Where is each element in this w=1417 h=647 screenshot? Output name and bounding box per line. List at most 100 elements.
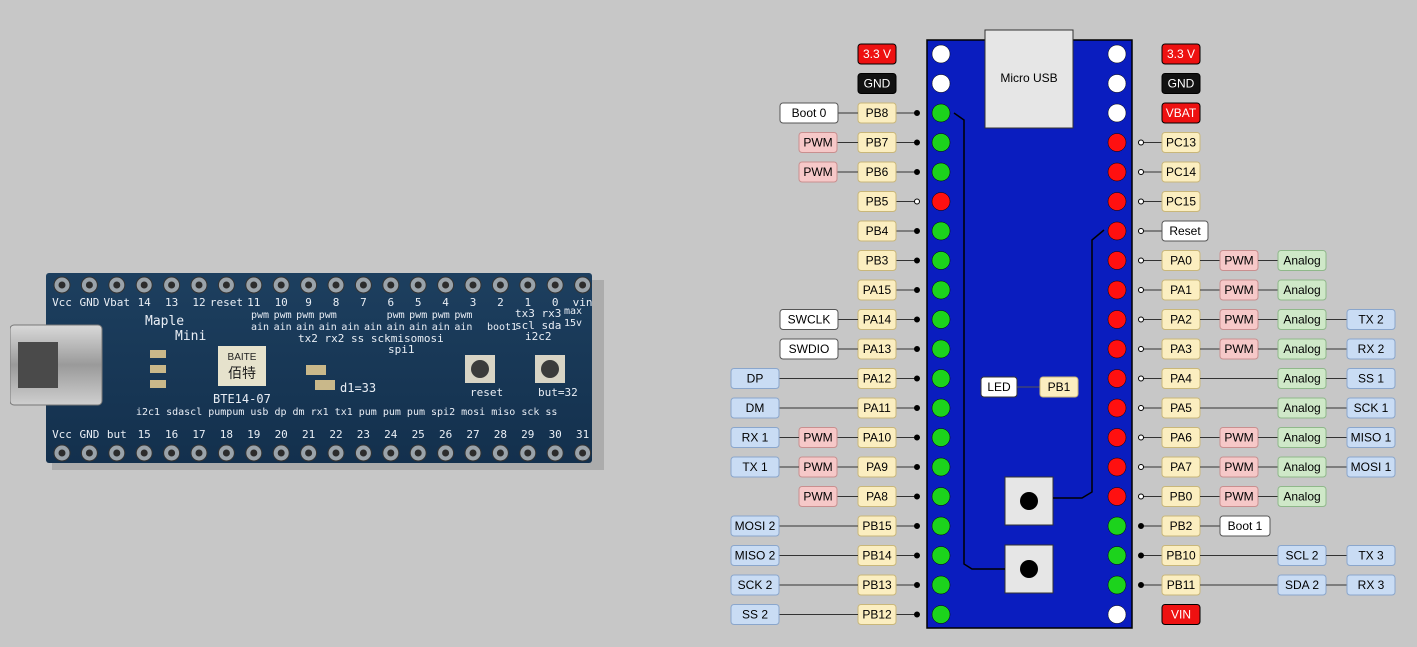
left-pin-label-15: PA8 <box>866 490 888 504</box>
right-pin-label-3: PC13 <box>1166 136 1196 150</box>
right-pin-dot-17 <box>1138 552 1144 559</box>
right-extra-17-2: TX 3 <box>1358 549 1384 563</box>
right-extra-13-2-box <box>1346 427 1396 448</box>
right-pin-label-11: PA4 <box>1170 372 1192 386</box>
top-func-label-0: pwm <box>251 310 269 321</box>
logo-text-2: 佰特 <box>228 365 256 381</box>
left-pin-label-1: GND <box>864 77 891 91</box>
top-func2-label-6: ain <box>387 322 405 333</box>
right-extra-18-2: RX 3 <box>1358 578 1385 592</box>
bottom-pin-label-12: 24 <box>384 428 398 441</box>
top-header-hole-11 <box>359 281 367 289</box>
right-pin-label-16: PB2 <box>1170 519 1193 533</box>
right-pin-2 <box>1107 103 1127 123</box>
right-extra-10-1: Analog <box>1283 342 1320 356</box>
left-extra-17-0-box <box>730 545 780 566</box>
left-pin-19 <box>931 605 951 624</box>
bottom-header-hole-13 <box>414 449 422 457</box>
left-extra-2-0: Boot 0 <box>792 106 827 120</box>
top-pin-label-12: 6 <box>387 296 394 309</box>
board-model: BTE14-07 <box>213 392 271 406</box>
left-pin-dot-8 <box>914 287 920 293</box>
bottom-pin-label-10: 22 <box>329 428 342 441</box>
top-header-hole-1 <box>85 281 93 289</box>
right-pin-dot-4 <box>1138 169 1144 175</box>
right-pin-4 <box>1107 162 1127 182</box>
right-pin-16 <box>1107 516 1127 536</box>
left-pin-label-3: PB7 <box>866 136 889 150</box>
left-extra-9-0-box <box>779 309 839 330</box>
left-pin-6 <box>931 221 951 241</box>
right-pin-0 <box>1107 44 1127 64</box>
left-extra-19-0-box <box>730 604 780 625</box>
left-pin-2 <box>931 103 951 123</box>
bottom-header-hole-5 <box>195 449 203 457</box>
right-extra-7-1: Analog <box>1283 254 1320 268</box>
left-pin-10 <box>931 339 951 359</box>
left-pin-label-1-box <box>857 73 897 94</box>
left-pin-label-18: PB13 <box>862 578 892 592</box>
top-func2-label-0: ain <box>251 322 269 333</box>
i2c2-title: i2c2 <box>525 330 552 343</box>
top-pin-label-1: GND <box>79 296 99 309</box>
right-pin-label-1-box <box>1161 73 1201 94</box>
right-pin-10 <box>1107 339 1127 359</box>
top-pin-label-6: reset <box>210 296 243 309</box>
logo-text-1: BAITE <box>228 352 257 363</box>
left-pin-label-0-box <box>857 43 897 65</box>
bottom-header-hole-19 <box>579 449 587 457</box>
right-extra-18-2-box <box>1346 574 1396 596</box>
right-pin-label-15: PB0 <box>1170 490 1193 504</box>
boot0-trace <box>953 112 1005 570</box>
right-extra-8-1: Analog <box>1283 283 1320 297</box>
left-pin-dot-12 <box>914 405 920 411</box>
left-extra-2-0-box <box>779 102 839 124</box>
bottom-header-hole-12 <box>387 449 395 457</box>
right-pin-label-19: VIN <box>1171 608 1191 622</box>
top-pin-label-7: 11 <box>247 296 260 309</box>
volt-label: 15v <box>564 318 582 329</box>
right-pin-label-12: PA5 <box>1170 401 1192 415</box>
left-pin-0 <box>931 44 951 64</box>
button-1-cap <box>1020 492 1038 510</box>
right-extra-10-0: PWM <box>1224 342 1253 356</box>
top-pin-label-0: Vcc <box>52 296 72 309</box>
top-header-hole-7 <box>250 281 258 289</box>
left-pin-dot-17 <box>914 552 920 559</box>
right-pin-label-13: PA6 <box>1170 431 1192 445</box>
right-extra-15-1-box <box>1277 486 1327 507</box>
left-pin-label-0: 3.3 V <box>863 47 891 61</box>
max-label: max <box>564 306 582 317</box>
left-pin-16 <box>931 516 951 536</box>
left-pin-dot-2 <box>914 110 920 116</box>
right-pin-label-17: PB10 <box>1166 549 1196 563</box>
left-pin-label-6-box <box>857 220 897 242</box>
usb-label: Micro USB <box>1000 71 1057 85</box>
bottom-pin-label-15: 27 <box>466 428 479 441</box>
left-extra-3-0: PWM <box>803 136 832 150</box>
top-header-hole-3 <box>140 281 148 289</box>
left-extra-11-0-box <box>730 368 780 389</box>
left-extra-11-0: DP <box>747 372 764 386</box>
right-extra-16-0-box <box>1219 515 1271 537</box>
left-pin-18 <box>931 575 951 595</box>
top-func-label-9: pwm <box>454 310 472 321</box>
right-extra-13-2: MISO 1 <box>1351 431 1392 445</box>
left-extra-12-0: DM <box>746 401 765 415</box>
right-extra-18-1: SDA 2 <box>1285 578 1319 592</box>
bottom-pin-label-1: GND <box>79 428 99 441</box>
left-pin-15 <box>931 487 951 506</box>
top-header-hole-12 <box>387 281 395 289</box>
right-pin-label-4-box <box>1161 161 1201 183</box>
top-pin-label-13: 5 <box>415 296 422 309</box>
right-pin-label-6-box <box>1161 220 1209 242</box>
right-extra-17-2-box <box>1346 545 1396 566</box>
left-pin-14 <box>931 457 951 477</box>
top-func2-label-9: ain <box>454 322 472 333</box>
left-pin-label-5-box <box>857 191 897 212</box>
top-pin-label-5: 12 <box>192 296 205 309</box>
